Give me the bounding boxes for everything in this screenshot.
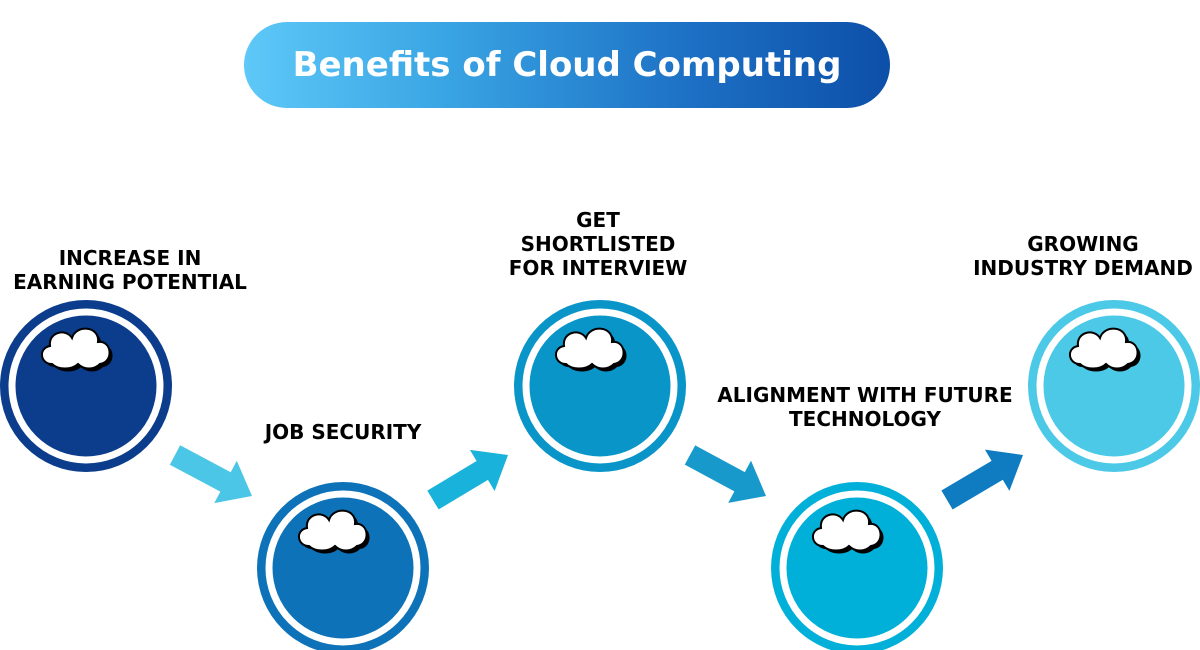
step-label-line: FOR INTERVIEW [508,256,688,280]
cloud-icon [555,327,627,372]
step-circle [257,482,429,650]
cloud-icon [1069,327,1141,372]
step-label-line: INDUSTRY DEMAND [973,256,1193,280]
title-banner: Benefits of Cloud Computing [244,22,890,108]
step-label-line: GROWING [1027,232,1139,256]
step-circle [0,300,172,472]
step-label-line: SHORTLISTED [520,232,676,256]
step-circle [514,300,686,472]
flow-arrow [169,445,252,504]
step-label-line: INCREASE IN [58,246,202,270]
step-label-line: JOB SECURITY [264,420,422,444]
page-title: Benefits of Cloud Computing [292,45,842,85]
step-label-line: EARNING POTENTIAL [13,270,247,294]
step-label: JOB SECURITY [265,420,422,444]
cloud-icon [298,509,370,554]
flow-arrow [684,445,766,503]
cloud-icon [812,509,884,554]
step-label-line: ALIGNMENT WITH FUTURE [717,383,1013,407]
flow-arrow [427,449,509,510]
step-circle [1028,300,1200,472]
step-label-line: GET [576,208,620,232]
step-label-line: TECHNOLOGY [789,407,941,431]
flow-arrow [941,449,1024,510]
cloud-icon [41,327,113,372]
step-circle [771,482,943,650]
